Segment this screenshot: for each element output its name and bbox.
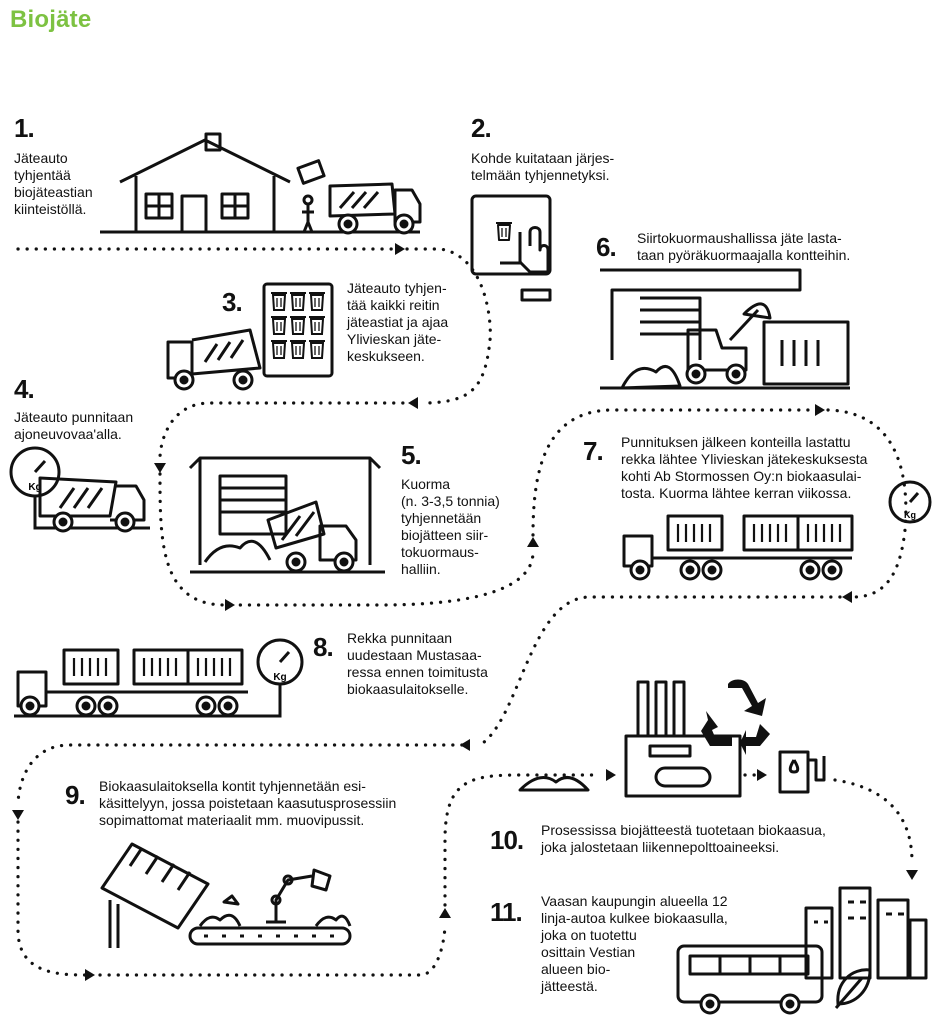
- weighed-container-truck-icon: [14, 648, 268, 718]
- step-4-text: Jäteauto punnitaan ajoneuvovaa'alla.: [14, 409, 134, 442]
- step-5-text: Kuorma (n. 3-3,5 tonnia) tyhjennetään bi…: [401, 476, 500, 577]
- scale-gauge-icon-3: [256, 638, 304, 718]
- step-3-number: 3.: [222, 287, 243, 317]
- step-11-number: 11.: [490, 897, 523, 927]
- step-7-text: Punnituksen jälkeen konteilla lastattu r…: [621, 434, 868, 501]
- step-1-number: 1.: [14, 113, 35, 143]
- pretreatment-icon: [100, 842, 352, 948]
- scale-gauge-icon: [9, 446, 150, 530]
- step-8-text: Rekka punnitaan uudestaan Mustasaa- ress…: [347, 630, 488, 697]
- wheel-loader-icon: [600, 268, 850, 390]
- container-truck-icon: [622, 514, 854, 581]
- step-7-number: 7.: [583, 436, 604, 466]
- page-title: Biojäte: [10, 6, 92, 33]
- city-bus-icon: [676, 886, 928, 1015]
- scale-gauge-icon-2: [888, 480, 932, 524]
- step-1-text: Jäteauto tyhjentää biojäteastian kiintei…: [14, 150, 93, 217]
- step-3-text: Jäteauto tyhjen- tää kaikki reitin jätea…: [347, 280, 449, 364]
- recycle-icon: [701, 679, 770, 755]
- bins-tablet-icon: [262, 282, 334, 378]
- step-6-text: Siirtokuormaushallissa jäte lasta- taan …: [637, 230, 851, 263]
- scale-label: Kg: [28, 482, 41, 493]
- scale-label-3: Kg: [273, 672, 286, 683]
- step-4-number: 4.: [14, 374, 35, 404]
- step-10-text: Prosessissa biojätteestä tuotetaan bioka…: [541, 822, 826, 855]
- step-2-number: 2.: [471, 113, 492, 143]
- step-9-text: Biokaasulaitoksella kontit tyhjennetään …: [99, 778, 397, 828]
- step-5-number: 5.: [401, 440, 422, 470]
- route-arrows: [12, 243, 918, 981]
- garbage-truck-icon: [296, 159, 422, 235]
- step-2-text: Kohde kuitataan järjes- telmään tyhjenne…: [471, 150, 615, 183]
- leaf-icon: [834, 968, 872, 1009]
- step-6-number: 6.: [596, 232, 617, 262]
- step-10-number: 10.: [490, 825, 524, 855]
- step-8-number: 8.: [313, 632, 334, 662]
- route-line: [16, 247, 914, 977]
- collection-truck-icon: [166, 328, 262, 391]
- step-11-text: Vaasan kaupungin alueella 12 linja-autoa…: [541, 893, 728, 994]
- weighed-truck-icon: [38, 476, 146, 533]
- biogas-plant-icon: [518, 680, 826, 798]
- house-icon: [100, 132, 420, 234]
- scale-label-2: Kg: [904, 510, 916, 520]
- transfer-hall-icon: [188, 456, 385, 574]
- tablet-icon: [470, 194, 552, 302]
- step-9-number: 9.: [65, 780, 86, 810]
